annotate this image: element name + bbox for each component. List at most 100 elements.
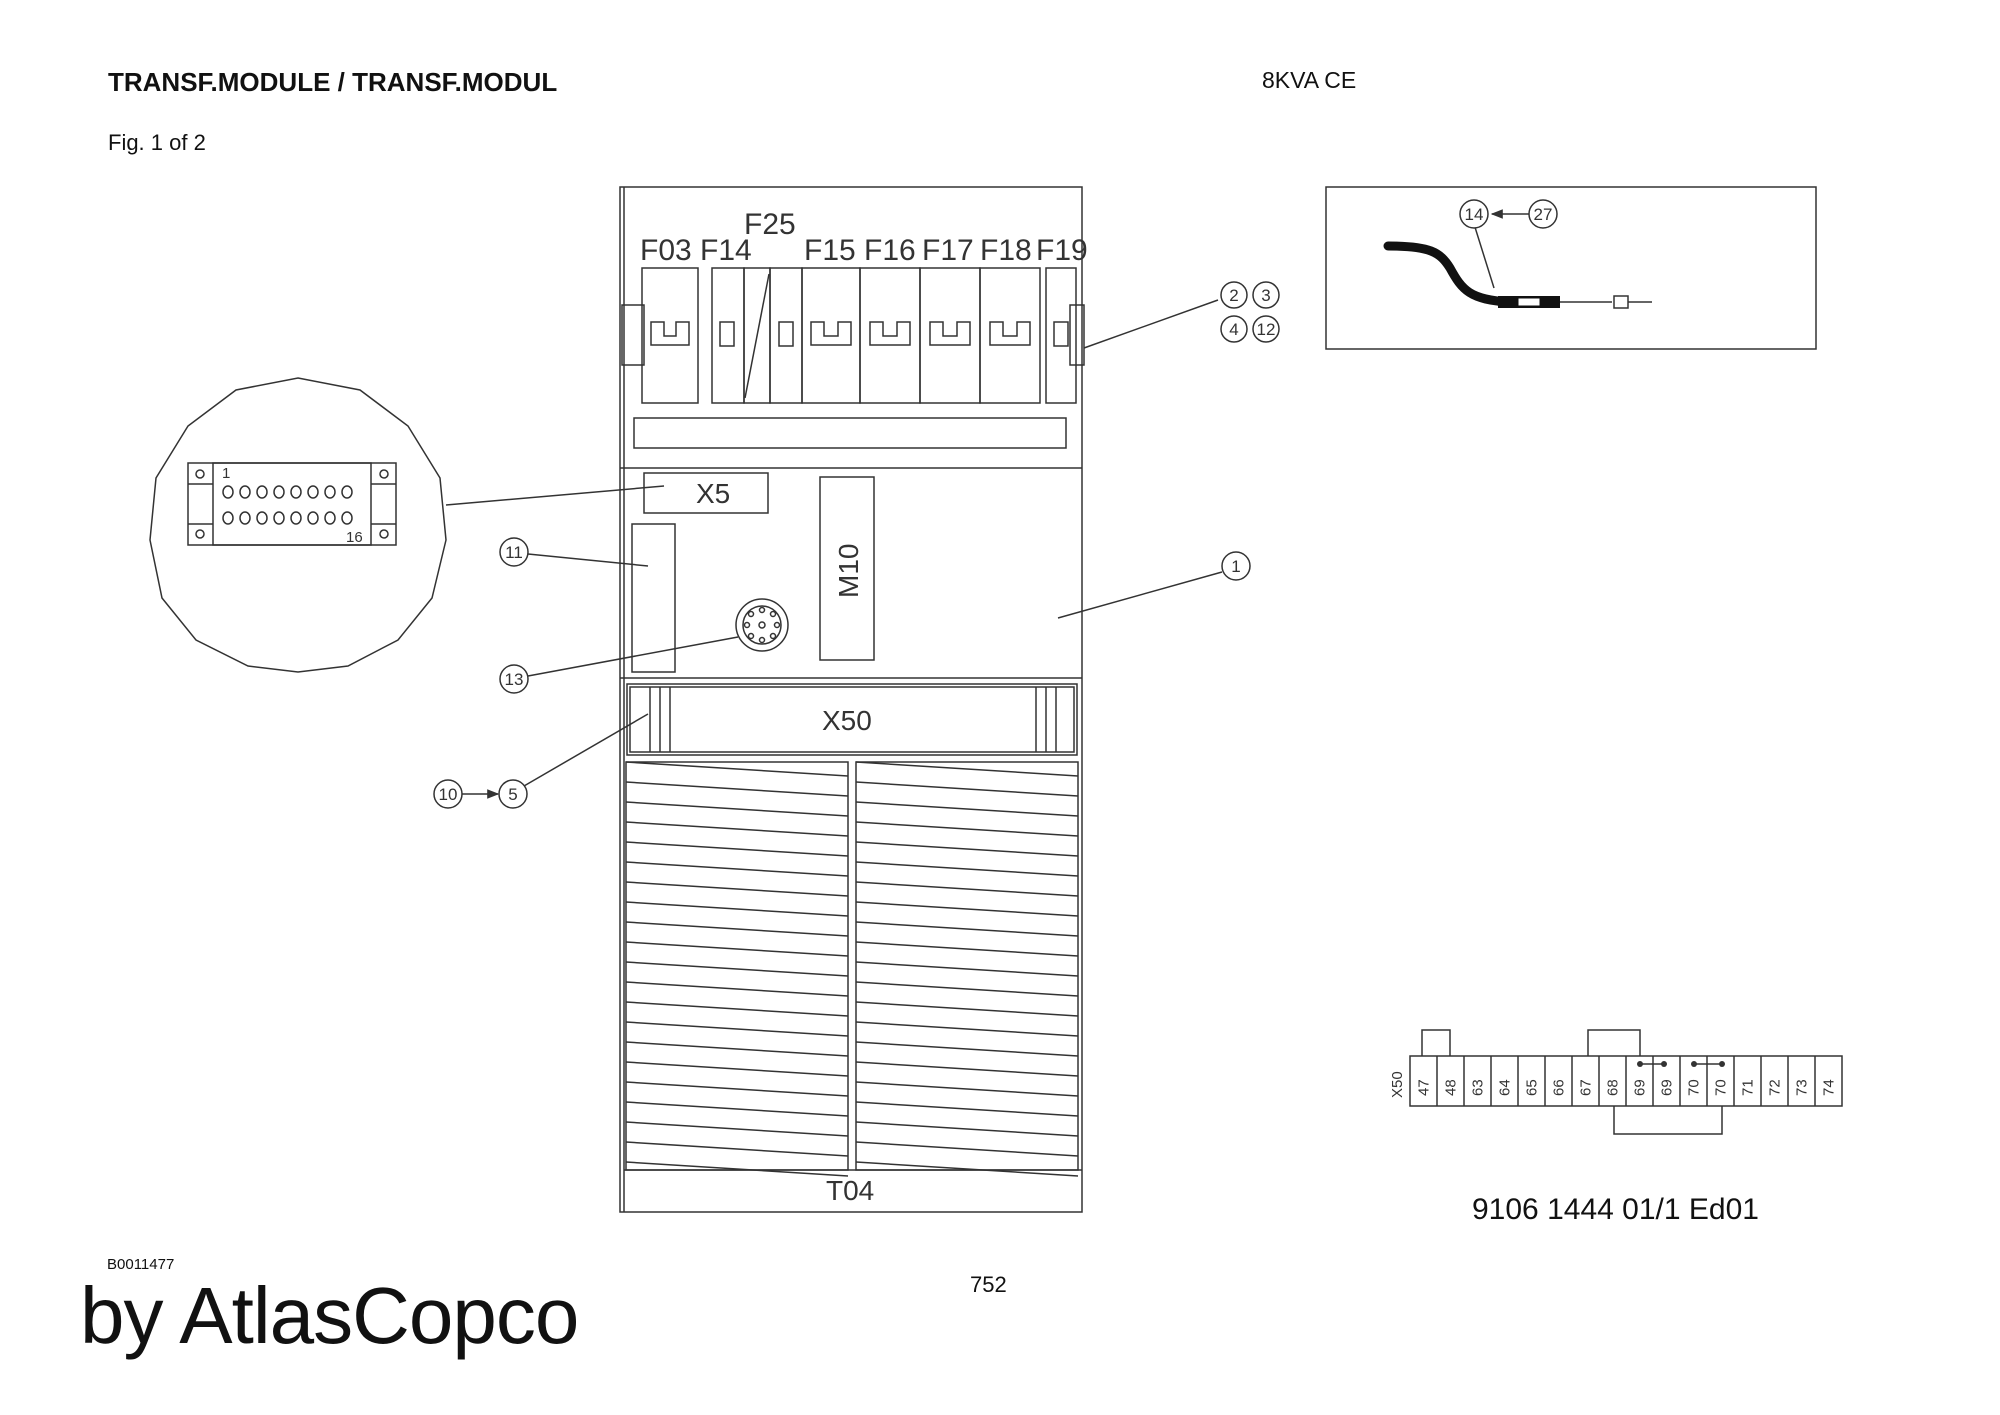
transformer-fin: [625, 861, 849, 877]
transformer-fin: [625, 901, 849, 917]
fuse-label-f03: F03: [640, 234, 692, 267]
transformer-fin: [625, 841, 849, 857]
transformer-fin: [855, 921, 1079, 937]
x5-pin: [239, 511, 251, 525]
transformer-fin: [855, 761, 1079, 777]
x5-pin: [324, 511, 336, 525]
terminal-65: 65: [1524, 1079, 1541, 1096]
fuse-label-f14: F14: [700, 234, 752, 267]
x5-pin: [290, 485, 302, 499]
transformer-fin: [855, 901, 1079, 917]
callout-5-bubble: [498, 779, 528, 809]
callout-2: 2: [1229, 286, 1238, 305]
callout-14: 14: [1465, 205, 1484, 224]
callout-11-leader: [527, 553, 649, 567]
brand-logo-text: by AtlasCopco: [80, 1271, 579, 1360]
callout-14-bubble: [1459, 199, 1489, 229]
callout-10: 10: [439, 785, 458, 804]
transformer-fin: [855, 941, 1079, 957]
terminal-70: 70: [1713, 1079, 1730, 1096]
transformer-fin: [625, 781, 849, 797]
transformer-fin: [855, 821, 1079, 837]
callout-27: 27: [1534, 205, 1553, 224]
terminal-74: 74: [1821, 1079, 1838, 1096]
fuse-row: [621, 267, 1085, 449]
drawing-number: B0011477: [107, 1256, 175, 1273]
callout-13-bubble: [499, 664, 529, 694]
callout-4: 4: [1229, 320, 1238, 339]
callout-13-leader: [527, 636, 739, 677]
terminal-48: 48: [1443, 1079, 1460, 1096]
transformer-fin: [625, 961, 849, 977]
x5-pin-last: 16: [346, 529, 363, 546]
terminal-69: 69: [1659, 1079, 1676, 1096]
transformer-fin: [625, 941, 849, 957]
transformer-fin: [625, 1001, 849, 1017]
transformer-fin: [855, 1101, 1079, 1117]
transformer-fin: [625, 981, 849, 997]
callout-27-bubble: [1528, 199, 1558, 229]
m10-motor: [819, 476, 875, 661]
callout-13: 13: [505, 670, 524, 689]
transformer-fin: [625, 921, 849, 937]
x5-pin: [341, 511, 353, 525]
document-reference: 9106 1444 01/1 Ed01: [1472, 1193, 1759, 1226]
x5-detail-leader: [445, 485, 665, 506]
terminal-66: 66: [1551, 1079, 1568, 1096]
transformer-fin: [625, 1141, 849, 1157]
callout-12: 12: [1257, 320, 1276, 339]
x5-pin-grid: [222, 485, 353, 525]
x5-pin: [324, 485, 336, 499]
terminal-68: 68: [1605, 1079, 1622, 1096]
transformer-fin: [855, 801, 1079, 817]
transformer-fin: [625, 1081, 849, 1097]
module-housing: [619, 186, 1083, 1213]
x5-pin: [256, 511, 268, 525]
terminal-67: 67: [1578, 1079, 1595, 1096]
model-label: 8KVA CE: [1262, 67, 1357, 93]
t04-label: T04: [826, 1175, 874, 1206]
x5-pin: [273, 485, 285, 499]
x5-pin: [256, 485, 268, 499]
terminal-73: 73: [1794, 1079, 1811, 1096]
callout-1: 1: [1231, 557, 1240, 576]
x50-terminal-block: [626, 683, 1078, 756]
transformer-fin: [855, 981, 1079, 997]
transformer-fin: [625, 1021, 849, 1037]
callout-12-bubble: [1252, 315, 1280, 343]
component-11: [631, 523, 676, 673]
transformer-t04: [624, 761, 1082, 1177]
transformer-fin: [625, 1101, 849, 1117]
transformer-fin: [855, 1121, 1079, 1137]
terminal-63: 63: [1470, 1079, 1487, 1096]
fuse-label-f19: F19: [1036, 234, 1088, 267]
transformer-fin: [855, 861, 1079, 877]
transformer-fins-right: [855, 761, 1079, 1177]
transformer-fin: [855, 1161, 1079, 1177]
terminal-64: 64: [1497, 1079, 1514, 1096]
x5-pin: [307, 485, 319, 499]
x5-pin-first: 1: [222, 465, 230, 482]
x5-connector: [643, 472, 769, 514]
x5-pin: [290, 511, 302, 525]
callout-2-leader: [1083, 299, 1219, 349]
x5-label: X5: [696, 478, 730, 509]
transformer-fin: [855, 1021, 1079, 1037]
x5-pin: [222, 511, 234, 525]
transformer-fin: [625, 881, 849, 897]
callout-5: 5: [508, 785, 517, 804]
x50-label: X50: [822, 705, 872, 736]
round-connector-13: [735, 598, 789, 652]
callout-4-bubble: [1220, 315, 1248, 343]
transformer-fin: [855, 1141, 1079, 1157]
x5-pin: [307, 511, 319, 525]
transformer-fin: [855, 961, 1079, 977]
fuse-label-f15: F15: [804, 234, 856, 267]
terminal-70: 70: [1686, 1079, 1703, 1096]
callout-1-leader: [1057, 571, 1223, 619]
transformer-fin: [855, 1061, 1079, 1077]
m10-label: M10: [833, 544, 864, 598]
